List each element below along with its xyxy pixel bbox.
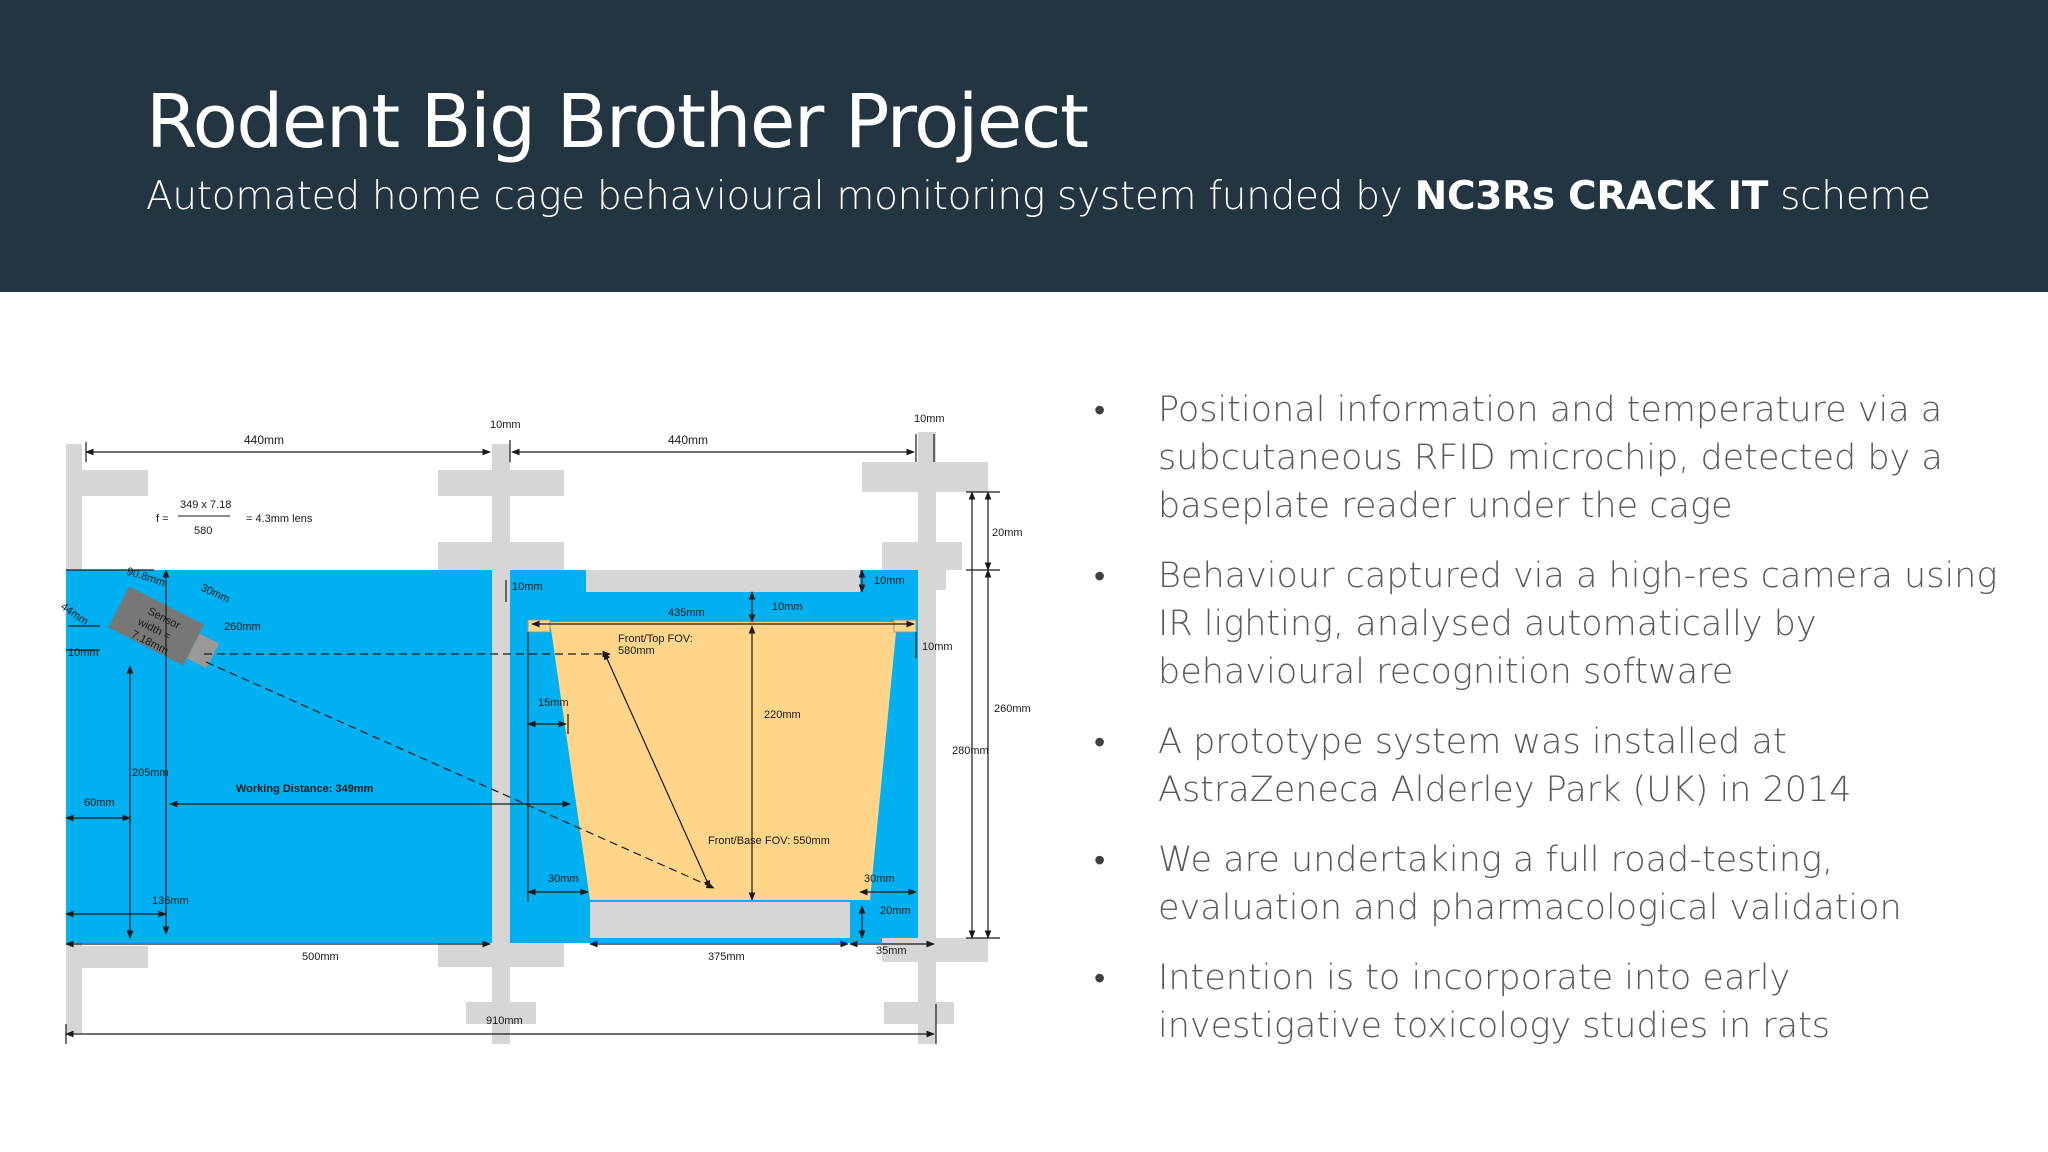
label-10mm-right: 10mm	[914, 413, 945, 425]
cage-schematic-diagram: Sensor width = 7.18mm	[58, 413, 1031, 1044]
label-440mm-left: 440mm	[244, 433, 284, 447]
fov-bracket-left	[527, 619, 551, 633]
label-10mm-top-right: 10mm	[874, 575, 905, 587]
label-10mm-cam: 10mm	[68, 647, 99, 659]
bullet-text: Intention is to incorporate into early i…	[1158, 958, 1831, 1046]
dimension-lines	[65, 434, 1000, 1044]
formula-numerator: 349 x 7.18	[180, 499, 231, 511]
label-500mm: 500mm	[302, 951, 339, 963]
label-910mm: 910mm	[486, 1015, 523, 1027]
label-35mm: 35mm	[876, 945, 907, 957]
label-10mm-right: 10mm	[922, 641, 953, 653]
bullet-item: • Behaviour captured via a high-res camer…	[1094, 552, 2014, 696]
label-10mm-mid: 10mm	[490, 419, 521, 431]
formula-result: = 4.3mm lens	[246, 513, 313, 525]
title-banner: Rodent Big Brother Project Automated hom…	[0, 0, 2048, 292]
bullet-list: • Positional information and temperature …	[1094, 386, 2014, 1072]
bullet-item: • We are undertaking a full road-testing,…	[1094, 836, 2014, 932]
camera-ray-bottom	[205, 661, 715, 889]
label-front-top-1: Front/Top FOV:	[618, 633, 693, 645]
label-30mm-left: 30mm	[548, 873, 579, 885]
frame-left-post	[66, 444, 148, 1033]
label-220mm: 220mm	[764, 709, 801, 721]
label-30mm-right: 30mm	[864, 873, 895, 885]
label-20mm-bottom: 20mm	[880, 905, 911, 917]
bullet-marker: •	[1094, 959, 1106, 997]
label-205mm: 205mm	[132, 767, 169, 779]
formula-f: f =	[156, 513, 169, 525]
bullet-item: • Intention is to incorporate into early …	[1094, 954, 2014, 1050]
bullet-marker: •	[1094, 391, 1106, 429]
bullet-text: Positional information and temperature v…	[1158, 390, 1943, 526]
cage-top-lid	[586, 570, 860, 592]
subtitle-suffix: scheme	[1768, 174, 1931, 219]
formula-denominator: 580	[194, 525, 212, 537]
bullet-marker: •	[1094, 557, 1106, 595]
label-10mm-pillar: 10mm	[512, 581, 543, 593]
label-260mm-cam: 260mm	[224, 621, 261, 633]
cage-base	[590, 902, 850, 938]
label-15mm: 15mm	[538, 697, 569, 709]
diagram-labels: 440mm 10mm 440mm 10mm f = 349 x 7.18 580…	[58, 413, 1030, 1027]
label-280mm: 280mm	[952, 745, 989, 757]
funding-scheme-name: NC3Rs CRACK IT	[1414, 174, 1769, 219]
label-front-base: Front/Base FOV: 550mm	[708, 835, 830, 847]
bullet-marker: •	[1094, 841, 1106, 879]
label-front-top-2: 580mm	[618, 645, 655, 657]
fov-bracket-right	[893, 619, 917, 633]
bullet-item: • A prototype system was installed at Ast…	[1094, 718, 2014, 814]
slide-title: Rodent Big Brother Project	[146, 79, 1089, 165]
bullet-text: A prototype system was installed at Astr…	[1158, 722, 1852, 810]
subtitle-text: Automated home cage behavioural monitori…	[146, 174, 1415, 219]
label-435mm: 435mm	[668, 607, 705, 619]
label-60mm: 60mm	[84, 797, 115, 809]
bullet-text: Behaviour captured via a high-res camera…	[1158, 556, 1998, 692]
label-260mm-right: 260mm	[994, 703, 1031, 715]
label-375mm: 375mm	[708, 951, 745, 963]
slide-subtitle: Automated home cage behavioural monitori…	[146, 172, 1931, 222]
bullet-text: We are undertaking a full road-testing, …	[1158, 840, 1902, 928]
bullet-marker: •	[1094, 723, 1106, 761]
label-10mm-inner-top: 10mm	[772, 601, 803, 613]
label-working-distance: Working Distance: 349mm	[236, 783, 374, 795]
label-136mm: 136mm	[152, 895, 189, 907]
camera-icon	[108, 586, 220, 669]
label-440mm-right: 440mm	[668, 433, 708, 447]
label-20mm: 20mm	[992, 527, 1023, 539]
bullet-item: • Positional information and temperature …	[1094, 386, 2014, 530]
fov-diagonal-solid	[603, 651, 711, 889]
camera-field-of-view	[550, 622, 897, 900]
